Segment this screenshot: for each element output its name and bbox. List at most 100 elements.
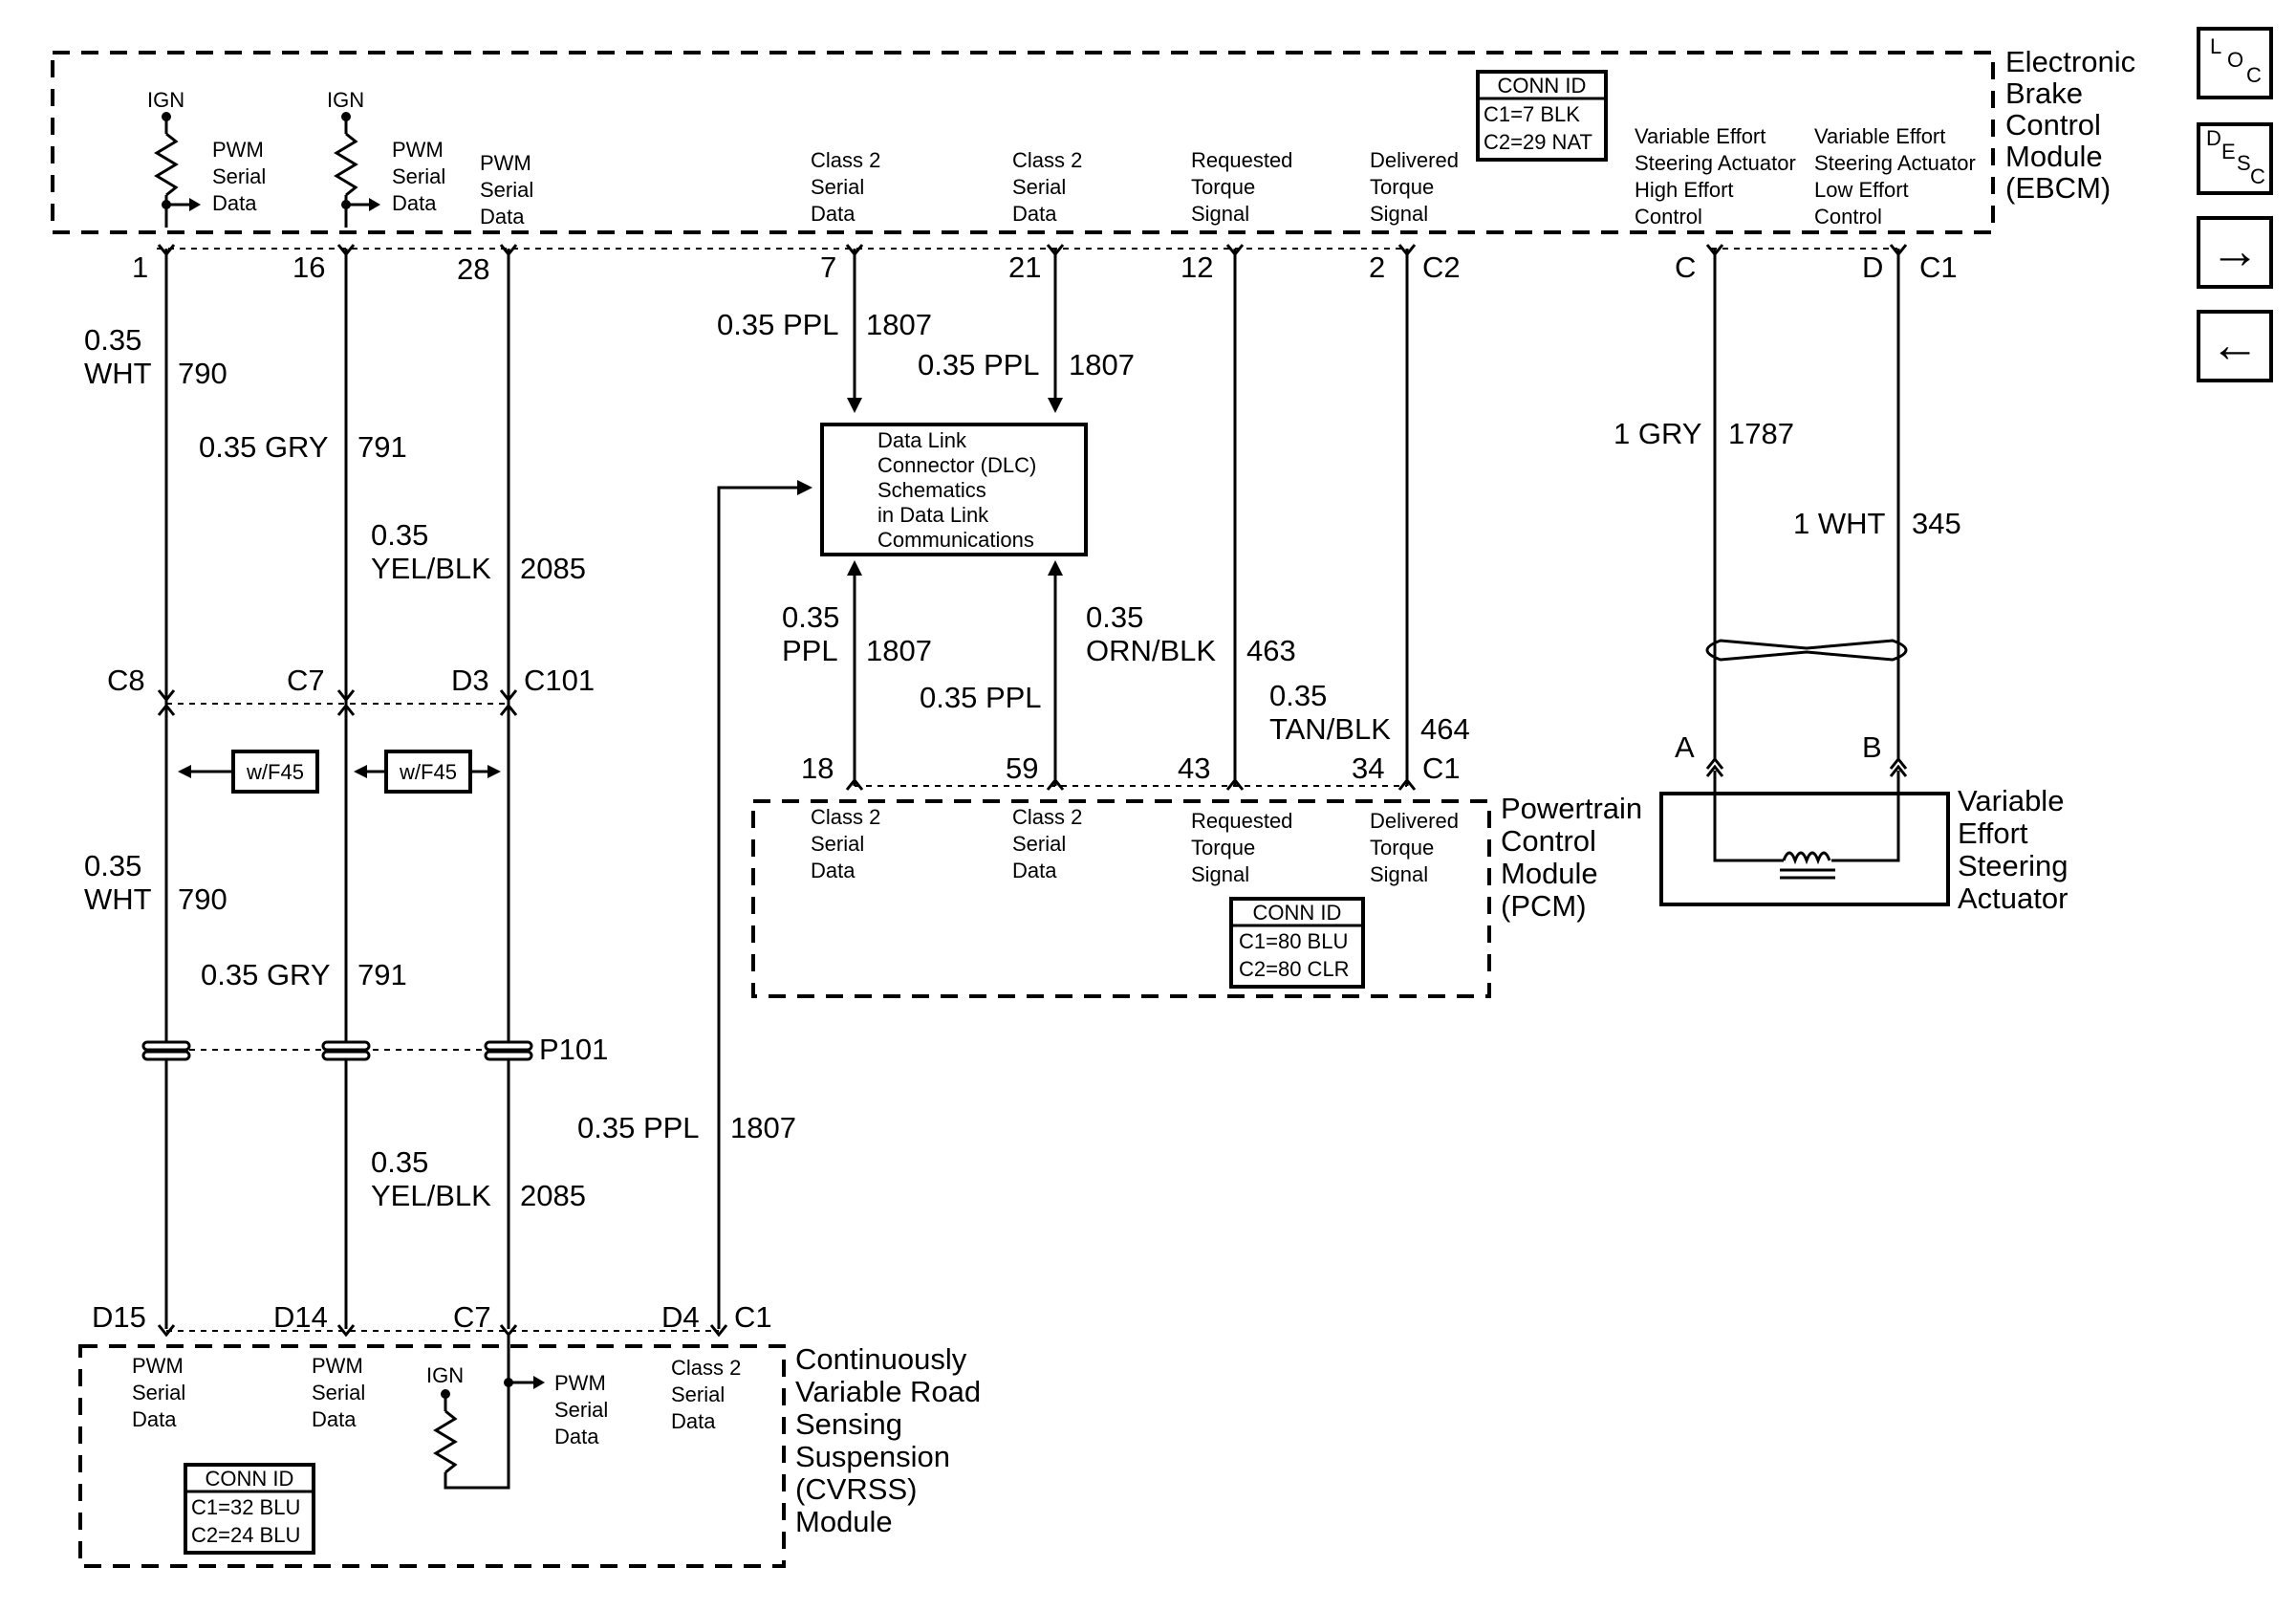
pin-label: D15 bbox=[92, 1300, 146, 1334]
nav-desc-button[interactable]: D E S C bbox=[2197, 122, 2273, 195]
nav-next-button[interactable]: → bbox=[2197, 216, 2273, 289]
svg-text:PWM: PWM bbox=[392, 138, 444, 162]
svg-text:Serial: Serial bbox=[392, 164, 445, 188]
svg-text:Data: Data bbox=[811, 859, 856, 882]
svg-text:PWM: PWM bbox=[554, 1371, 606, 1395]
svg-text:C1=32 BLU: C1=32 BLU bbox=[191, 1495, 300, 1519]
svg-text:High Effort: High Effort bbox=[1635, 178, 1734, 202]
wire-circuit: 464 bbox=[1420, 712, 1470, 746]
ebcm-conn-title: CONN ID bbox=[1498, 74, 1587, 98]
svg-text:Data: Data bbox=[132, 1407, 177, 1431]
ebcm-ign-resistor-1: IGN bbox=[147, 88, 201, 228]
wires-actuator bbox=[1705, 249, 1908, 761]
svg-text:CONN ID: CONN ID bbox=[206, 1467, 294, 1491]
svg-text:IGN: IGN bbox=[426, 1363, 464, 1387]
wire-label: 0.35 GRY bbox=[201, 958, 331, 991]
svg-text:Variable: Variable bbox=[1958, 784, 2064, 817]
wire-label: 0.35 GRY bbox=[199, 430, 329, 464]
svg-text:C7: C7 bbox=[287, 664, 325, 697]
cvrss-conn-id: CONN ID C1=32 BLU C2=24 BLU bbox=[184, 1463, 315, 1555]
cvrss-pinC7-desc: PWM Serial Data bbox=[554, 1371, 608, 1448]
svg-text:Torque: Torque bbox=[1370, 836, 1434, 860]
pin-label: D4 bbox=[661, 1300, 700, 1334]
svg-text:Module: Module bbox=[1501, 857, 1598, 890]
svg-text:Requested: Requested bbox=[1191, 809, 1292, 833]
svg-text:D: D bbox=[2206, 126, 2221, 150]
svg-text:Serial: Serial bbox=[480, 178, 533, 202]
wire-circuit: 1787 bbox=[1728, 417, 1794, 450]
pcm-module: Powertrain Control Module (PCM) Class 2 … bbox=[751, 792, 1642, 998]
svg-text:Communications: Communications bbox=[877, 528, 1034, 552]
svg-text:Actuator: Actuator bbox=[1958, 882, 2068, 915]
ebcm-pin2-desc: Delivered Torque Signal bbox=[1370, 148, 1459, 226]
wires-class2 bbox=[717, 249, 1063, 1329]
pin-label: C7 bbox=[453, 1300, 491, 1334]
wire-label: 0.35 PPL bbox=[920, 681, 1042, 714]
coil-icon bbox=[1782, 851, 1831, 865]
svg-text:w/F45: w/F45 bbox=[246, 760, 304, 784]
svg-text:Class 2: Class 2 bbox=[811, 805, 880, 829]
ebcm-conn-c2: C2=29 NAT bbox=[1484, 130, 1592, 154]
ebcm-name-4: Module bbox=[2005, 140, 2103, 173]
ebcm-name-2: Brake bbox=[2005, 76, 2083, 110]
svg-text:C101: C101 bbox=[524, 664, 595, 697]
svg-text:Data: Data bbox=[554, 1425, 599, 1448]
svg-text:Delivered: Delivered bbox=[1370, 148, 1459, 172]
svg-text:Control: Control bbox=[1814, 205, 1882, 229]
svg-text:D3: D3 bbox=[451, 664, 489, 697]
wire-circuit: 791 bbox=[357, 958, 407, 991]
wire-color: PPL bbox=[782, 634, 838, 667]
pin-label: 43 bbox=[1178, 751, 1210, 785]
dlc-box: Data Link Connector (DLC) Schematics in … bbox=[820, 423, 1088, 556]
pcm-pin34-desc: Delivered Torque Signal bbox=[1370, 809, 1459, 886]
ebcm-conn-id: CONN ID C1=7 BLK C2=29 NAT bbox=[1476, 70, 1608, 162]
steering-actuator: Variable Effort Steering Actuator bbox=[1659, 771, 2068, 915]
ign-label: IGN bbox=[147, 88, 184, 112]
wire-gauge: 0.35 bbox=[371, 518, 428, 552]
wires-torque bbox=[1233, 249, 1409, 786]
ebcm-pin12-desc: Requested Torque Signal bbox=[1191, 148, 1292, 226]
svg-text:Serial: Serial bbox=[132, 1381, 185, 1404]
pin-label: 28 bbox=[457, 252, 489, 286]
svg-text:Data: Data bbox=[212, 191, 257, 215]
svg-text:Module: Module bbox=[795, 1505, 893, 1538]
wire-gauge: 0.35 bbox=[1269, 679, 1327, 712]
wire-gauge: 0.35 bbox=[371, 1145, 428, 1179]
svg-text:C1=80 BLU: C1=80 BLU bbox=[1239, 929, 1348, 953]
wire-label: 1 WHT bbox=[1793, 507, 1886, 540]
wire-circuit: 2085 bbox=[520, 1179, 586, 1212]
svg-text:Serial: Serial bbox=[554, 1398, 608, 1422]
connector-label: C1 bbox=[734, 1300, 772, 1334]
svg-text:CONN ID: CONN ID bbox=[1253, 901, 1342, 925]
svg-text:C8: C8 bbox=[107, 664, 145, 697]
pin-label: 21 bbox=[1008, 250, 1041, 284]
pcm-pin59-desc: Class 2 Serial Data bbox=[1012, 805, 1082, 882]
ebcm-pin1-desc: PWM Serial Data bbox=[212, 138, 266, 215]
svg-text:Continuously: Continuously bbox=[795, 1342, 967, 1376]
svg-text:Data: Data bbox=[1012, 202, 1057, 226]
svg-text:Serial: Serial bbox=[312, 1381, 365, 1404]
wire-circuit: 1807 bbox=[730, 1111, 796, 1144]
svg-text:Class 2: Class 2 bbox=[1012, 148, 1082, 172]
svg-text:C2=80 CLR: C2=80 CLR bbox=[1239, 957, 1350, 981]
actuator-pin-chevrons bbox=[1705, 756, 1908, 777]
svg-text:Schematics: Schematics bbox=[877, 478, 986, 502]
svg-text:Class 2: Class 2 bbox=[1012, 805, 1082, 829]
wire-gauge: 0.35 bbox=[782, 600, 839, 634]
ebcm-module: Electronic Brake Control Module (EBCM) C… bbox=[51, 45, 2135, 234]
nav-prev-button[interactable]: ← bbox=[2197, 310, 2273, 382]
svg-text:Data: Data bbox=[392, 191, 437, 215]
svg-text:Data: Data bbox=[671, 1409, 716, 1433]
svg-text:Serial: Serial bbox=[1012, 832, 1066, 856]
svg-text:w/F45: w/F45 bbox=[399, 760, 457, 784]
svg-text:Powertrain: Powertrain bbox=[1501, 792, 1642, 825]
arrow-left-icon: ← bbox=[2210, 317, 2260, 373]
svg-text:C: C bbox=[2246, 63, 2262, 87]
svg-text:Class 2: Class 2 bbox=[671, 1356, 741, 1380]
svg-text:Low Effort: Low Effort bbox=[1814, 178, 1909, 202]
pin-label: 16 bbox=[292, 250, 325, 284]
svg-text:Serial: Serial bbox=[1012, 175, 1066, 199]
wires-left bbox=[164, 249, 510, 1329]
nav-loc-button[interactable]: L O C bbox=[2197, 27, 2273, 99]
svg-text:Delivered: Delivered bbox=[1370, 809, 1459, 833]
